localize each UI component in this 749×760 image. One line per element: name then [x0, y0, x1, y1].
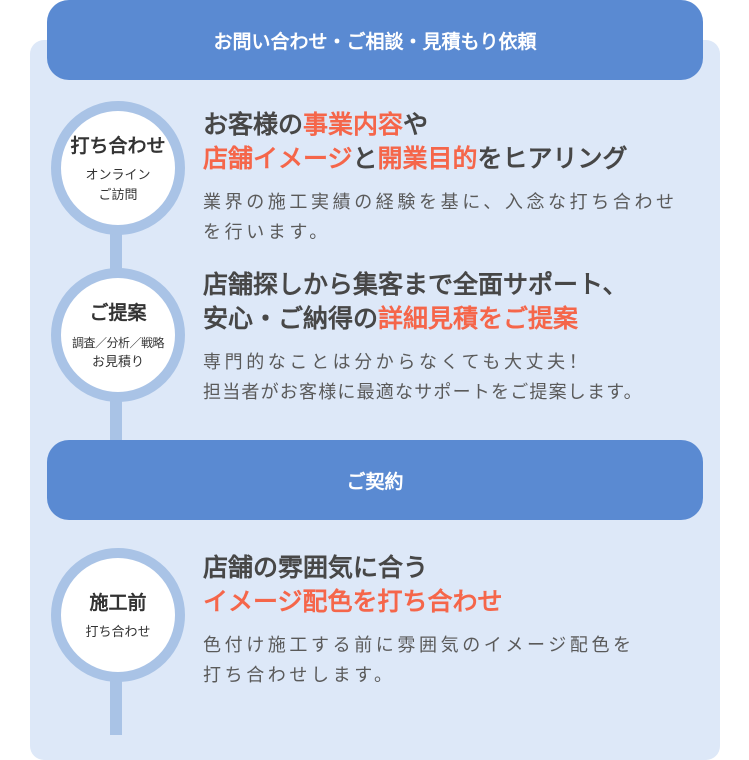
heading-text: 店舗探しから集客まで全面サポート、: [203, 270, 628, 299]
step-badge-proposal: ご提案 調査／分析／戦略 お見積り: [51, 268, 185, 402]
step-badge-sub: オンライン: [85, 167, 151, 183]
heading-text: と: [352, 144, 378, 173]
timeline-connector: [110, 230, 122, 275]
step-meeting: お客様の事業内容や 店舗イメージと開業目的をヒアリング 業界の施工実績の経験を基…: [203, 108, 713, 248]
heading-text: 店舗の雰囲気に合う: [203, 553, 429, 582]
step-proposal: 店舗探しから集客まで全面サポート、 安心・ご納得の詳細見積をご提案 専門的なこと…: [203, 268, 713, 408]
timeline-connector: [110, 395, 122, 445]
step-description: 専門的なことは分からなくても大丈夫！ 担当者がお客様に最適なサポートをご提案しま…: [203, 348, 713, 408]
section-title: お問い合わせ・ご相談・見積もり依頼: [213, 30, 537, 53]
step-pre-construction: 店舗の雰囲気に合う イメージ配色を打ち合わせ 色付け施工する前に雰囲気のイメージ…: [203, 551, 713, 691]
step-heading: 店舗探しから集客まで全面サポート、 安心・ご納得の詳細見積をご提案: [203, 268, 713, 336]
step-heading: 店舗の雰囲気に合う イメージ配色を打ち合わせ: [203, 551, 713, 619]
description-line: 打ち合わせします。: [203, 665, 396, 686]
step-badge-title: ご提案: [89, 301, 147, 324]
section-title: ご契約: [346, 470, 404, 493]
heading-text: や: [403, 110, 429, 139]
step-badge-sub: 調査／分析／戦略: [71, 335, 165, 350]
heading-text: お客様の: [203, 110, 304, 139]
step-badge-pre-construction: 施工前 打ち合わせ: [51, 548, 185, 682]
step-badge-sub: お見積り: [91, 354, 144, 370]
heading-highlight: 詳細見積をご提案: [378, 304, 579, 333]
step-badge-sub: 打ち合わせ: [85, 624, 151, 640]
heading-highlight: 開業目的: [377, 144, 478, 173]
description-line: 色付け施工する前に雰囲気のイメージ配色を: [203, 635, 635, 656]
section-header-inquiry: お問い合わせ・ご相談・見積もり依頼: [47, 0, 703, 80]
step-badge-title: 打ち合わせ: [70, 134, 166, 157]
heading-text: 安心・ご納得の: [203, 304, 379, 333]
description-line: を行います。: [203, 222, 331, 243]
step-badge-sub: ご訪問: [98, 187, 138, 203]
step-heading: お客様の事業内容や 店舗イメージと開業目的をヒアリング: [203, 108, 713, 176]
description-line: 専門的なことは分からなくても大丈夫！: [203, 352, 591, 373]
step-description: 色付け施工する前に雰囲気のイメージ配色を 打ち合わせします。: [203, 631, 713, 691]
section-header-contract: ご契約: [47, 440, 703, 520]
heading-text: をヒアリング: [477, 144, 628, 173]
description-line: 担当者がお客様に最適なサポートをご提案します。: [203, 382, 643, 403]
heading-highlight: 事業内容: [303, 110, 404, 139]
heading-highlight: 店舗イメージ: [203, 144, 353, 173]
step-badge-meeting: 打ち合わせ オンライン ご訪問: [51, 101, 185, 235]
description-line: 業界の施工実績の経験を基に、入念な打ち合わせ: [203, 192, 678, 213]
heading-highlight: イメージ配色を打ち合わせ: [203, 587, 503, 616]
timeline-connector: [110, 675, 122, 735]
step-description: 業界の施工実績の経験を基に、入念な打ち合わせ を行います。: [203, 188, 713, 248]
step-badge-title: 施工前: [89, 591, 147, 614]
